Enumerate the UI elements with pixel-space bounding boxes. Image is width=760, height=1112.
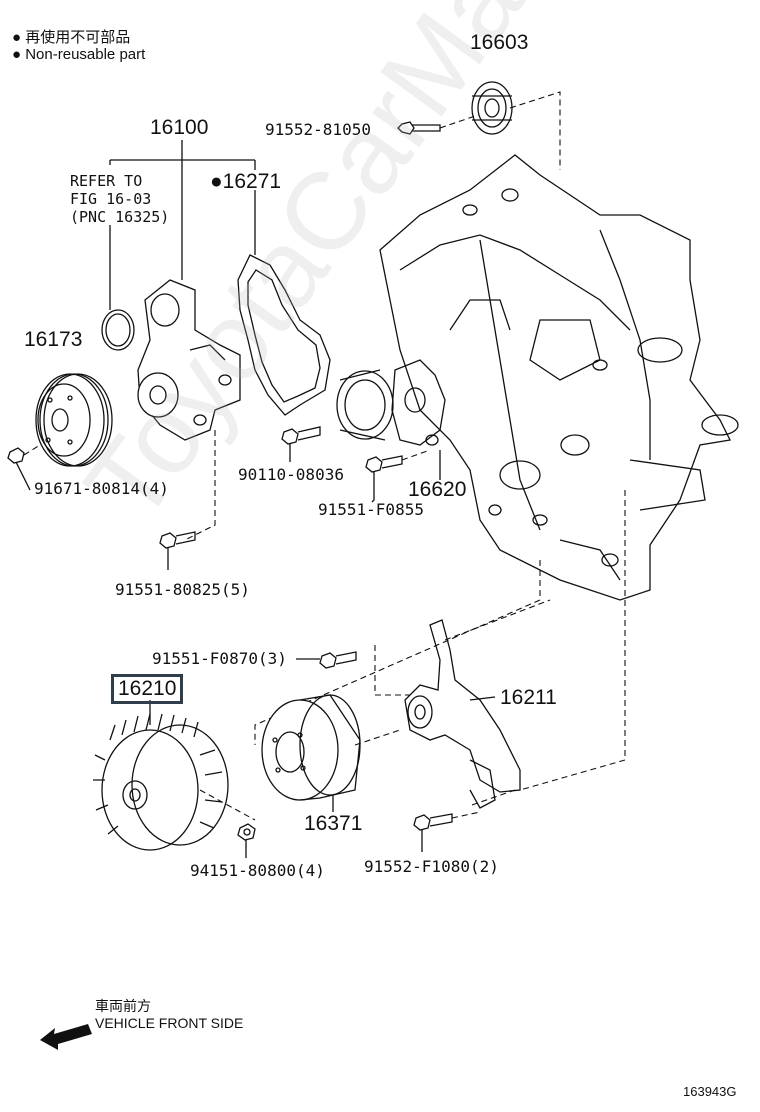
part-label-16210-highlighted[interactable]: 16210 [111, 674, 184, 704]
fan-pulley-illustration [35, 373, 113, 467]
part-label-16371[interactable]: 16371 [304, 812, 363, 835]
water-pump-illustration [137, 279, 241, 441]
fan-clutch-illustration [93, 700, 229, 851]
legend-japanese: ● 再使用不可部品 [12, 29, 131, 46]
reference-note-line1: REFER TO [70, 172, 143, 190]
legend-english: ● Non-reusable part [12, 46, 146, 63]
o-ring-illustration [101, 309, 135, 351]
front-direction-arrow-icon [40, 1024, 92, 1050]
part-label-16603[interactable]: 16603 [470, 31, 529, 54]
idler-pulley-illustration [471, 81, 513, 135]
part-label-91551-80825[interactable]: 91551-80825(5) [115, 580, 250, 599]
part-label-16271[interactable]: ●16271 [210, 170, 282, 193]
gasket-illustration [237, 254, 331, 416]
bolt-91552-81050-illustration [397, 121, 441, 135]
part-label-94151-80800[interactable]: 94151-80800(4) [190, 861, 325, 880]
reference-note-line2: FIG 16-03 [70, 190, 152, 208]
part-label-91551-F0870[interactable]: 91551-F0870(3) [152, 649, 287, 668]
figure-id: 163943G [683, 1084, 737, 1099]
drive-pulley-illustration [261, 694, 361, 812]
part-label-16100[interactable]: 16100 [150, 116, 209, 139]
part-label-16211[interactable]: 16211 [500, 686, 557, 709]
part-label-91551-F0855[interactable]: 91551-F0855 [318, 500, 424, 519]
part-label-16173[interactable]: 16173 [24, 328, 83, 351]
part-label-91671-80814[interactable]: 91671-80814(4) [34, 479, 169, 498]
timing-cover-illustration [379, 154, 739, 601]
direction-label-japanese: 車両前方 [95, 998, 151, 1014]
tensioner-illustration [336, 359, 446, 446]
part-label-91552-F1080[interactable]: 91552-F1080(2) [364, 857, 499, 876]
part-label-91552-81050[interactable]: 91552-81050 [265, 120, 371, 139]
direction-label-english: VEHICLE FRONT SIDE [95, 1015, 244, 1031]
part-label-90110-08036[interactable]: 90110-08036 [238, 465, 344, 484]
reference-note-line3: (PNC 16325) [70, 208, 170, 226]
part-label-16620[interactable]: 16620 [408, 478, 467, 501]
fan-bracket-illustration [404, 619, 521, 809]
